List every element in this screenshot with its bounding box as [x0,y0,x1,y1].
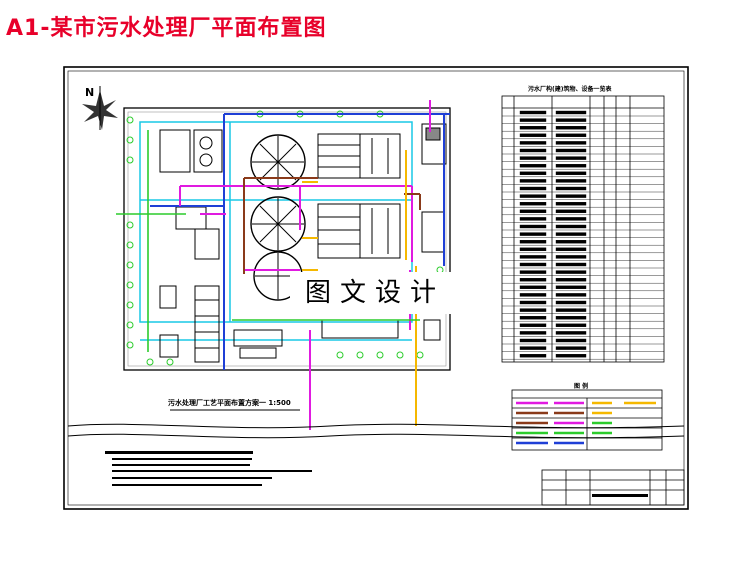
table-cell-text [519,224,547,229]
table-cell-text [555,346,587,350]
table-title: 污水厂构(建)筑物、设备一览表 [528,86,612,93]
table-cell-text [519,118,547,122]
watermark-text: 图文设计 [304,278,445,308]
table-cell-text [555,201,587,206]
table-cell-text [519,125,547,130]
table-cell-text [555,209,587,214]
table-cell-text [555,186,587,191]
table-cell-text [555,323,587,327]
tree-row [126,110,444,366]
table-cell-text [519,239,547,244]
table-cell-text [519,194,547,198]
table-cell-text [555,171,587,176]
table-cell-text [519,262,547,267]
table-cell-text [519,338,547,343]
table-cell-text [519,300,547,305]
table-cell-text [555,278,587,282]
table-cell-text [555,338,587,343]
north-arrow-icon [82,86,118,130]
table-cell-text [555,133,587,138]
table-cell-text [555,110,587,115]
site-boundary [123,107,451,371]
table-cell-text [555,255,587,259]
table-cell-text [519,209,547,214]
table-cell-text [555,285,587,289]
table-cell-text [555,163,587,168]
magenta-pipes [179,100,431,430]
table-cell-text [555,239,587,244]
table-cell-text [519,285,547,289]
equipment-table-rows [502,110,664,360]
watermark: 图文设计 [290,272,460,314]
design-notes [105,451,312,486]
table-cell-text [519,308,547,312]
table-cell-text [519,247,547,252]
table-cell-text [555,156,587,160]
legend-table [511,389,663,451]
left-buildings [159,129,399,363]
table-cell-text [519,133,547,138]
north-label: N [85,86,94,99]
title-block [541,469,685,506]
table-cell-text [519,201,547,206]
table-cell-text [519,316,547,320]
brown-pipes [243,177,421,274]
page-title: A1-某市污水处理厂平面布置图 [6,16,327,41]
table-cell-text [555,232,587,236]
table-cell-text [555,300,587,305]
table-cell-text [519,217,547,221]
table-cell-text [519,232,547,236]
legend-title: 图 例 [574,383,589,390]
drawing-frame [63,66,689,510]
aeration-tanks [317,133,401,259]
legend-swatches [516,401,656,445]
table-cell-text [555,125,587,130]
table-cell-text [519,171,547,176]
table-cell-text [555,308,587,312]
table-cell-text [555,354,587,358]
table-cell-text [555,217,587,221]
table-cell-text [519,255,547,259]
table-cell-text [519,141,547,145]
table-cell-text [519,148,547,153]
table-cell-text [519,179,547,183]
table-cell-text [519,323,547,327]
table-cell-text [555,247,587,252]
table-cell-text [555,293,587,297]
table-cell-text [519,331,547,335]
table-cell-text [519,293,547,297]
table-cell-text [555,194,587,198]
table-cell-text [555,262,587,267]
table-cell-text [519,346,547,350]
table-cell-text [519,186,547,191]
road-lines [67,423,685,439]
table-cell-text [555,148,587,153]
table-cell-text [555,224,587,229]
table-cell-text [555,141,587,145]
table-cell-text [519,163,547,168]
equipment-table [501,95,665,363]
blue-pipes [150,113,450,370]
table-cell-text [519,110,547,115]
table-cell-text [519,354,547,358]
table-cell-text [519,156,547,160]
table-cell-text [555,270,587,274]
table-cell-text [555,179,587,183]
table-cell-text [555,118,587,122]
plan-caption: 污水处理厂工艺平面布置方案一 1:500 [168,399,291,407]
green-pipes [116,130,420,352]
table-cell-text [519,270,547,274]
clarifier-tanks [250,134,306,301]
table-cell-text [555,316,587,320]
table-cell-text [555,331,587,335]
table-cell-text [519,278,547,282]
